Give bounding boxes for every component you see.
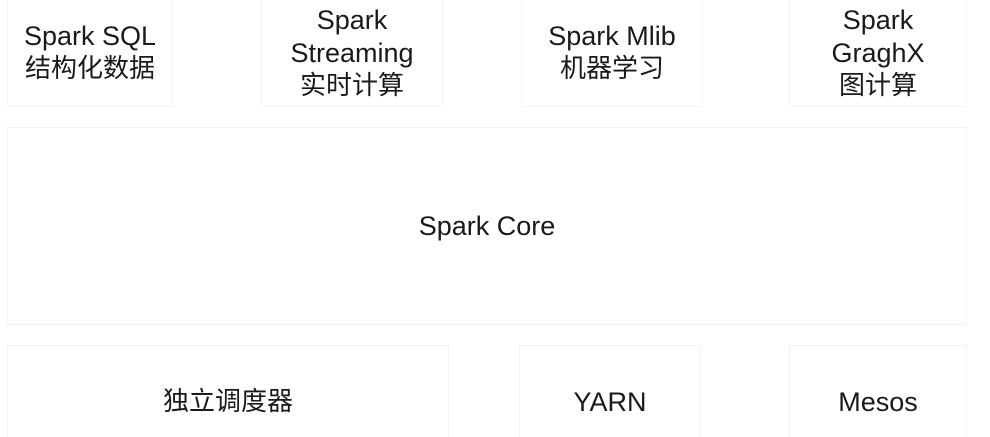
- spark-mlib-block: Spark Mlib 机器学习: [522, 0, 702, 106]
- spark-mlib-subtitle: 机器学习: [559, 54, 664, 84]
- spark-streaming-title-line2: Streaming: [290, 37, 414, 68]
- spark-streaming-block: Spark Streaming 实时计算: [262, 0, 442, 106]
- yarn-label: YARN: [573, 387, 647, 417]
- spark-streaming-title-line1: Spark: [316, 4, 388, 35]
- spark-streaming-subtitle: 实时计算: [299, 70, 404, 101]
- mesos-label: Mesos: [838, 387, 918, 417]
- mesos-block: Mesos: [790, 346, 966, 437]
- spark-mlib-title: Spark Mlib: [548, 21, 676, 51]
- spark-graphx-title-line2: GraghX: [831, 37, 925, 68]
- spark-graphx-block: Spark GraghX 图计算: [790, 0, 966, 106]
- spark-graphx-subtitle: 图计算: [838, 70, 917, 101]
- spark-sql-block: Spark SQL 结构化数据: [8, 0, 172, 106]
- standalone-scheduler-block: 独立调度器: [8, 346, 448, 437]
- spark-graphx-title-line1: Spark: [842, 4, 914, 35]
- standalone-scheduler-label: 独立调度器: [162, 387, 293, 417]
- spark-core-label: Spark Core: [418, 210, 556, 241]
- spark-core-block: Spark Core: [8, 128, 966, 324]
- spark-sql-title: Spark SQL: [23, 21, 157, 51]
- yarn-block: YARN: [520, 346, 700, 437]
- spark-sql-subtitle: 结构化数据: [24, 54, 155, 84]
